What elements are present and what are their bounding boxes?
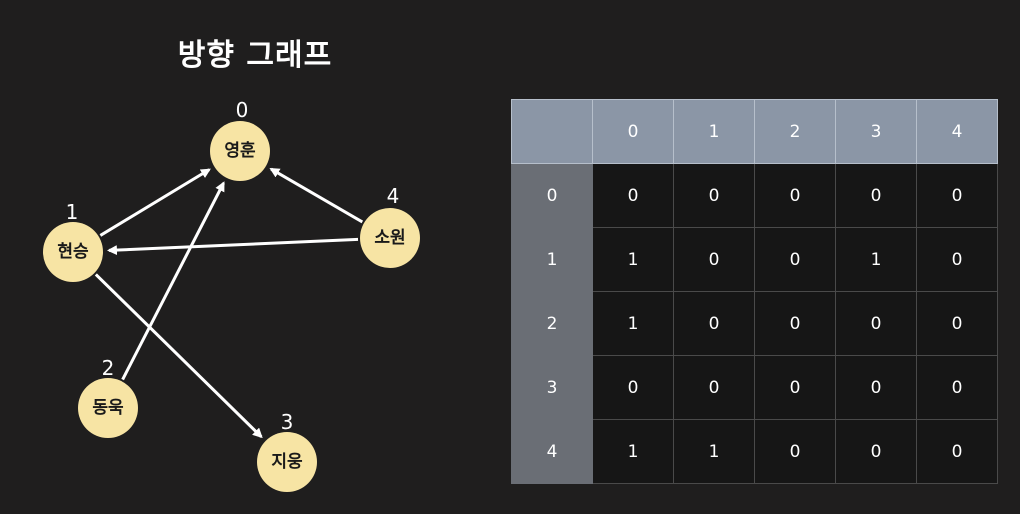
node-name: 영훈 [224,140,256,161]
graph-node: 영훈 0 [210,98,270,181]
nodes-layer: 영훈 0 현승 1 동욱 2 지웅 3 소원 4 [43,98,420,492]
node-circle [257,432,317,492]
node-circle [360,208,420,268]
matrix-cell: 1 [673,419,755,484]
graph-node: 동욱 2 [78,356,138,438]
matrix-cell: 0 [592,355,674,420]
matrix-cell: 0 [673,291,755,356]
matrix-cell: 0 [916,419,998,484]
matrix-column-header: 3 [835,99,917,164]
node-name: 현승 [57,242,89,262]
node-index-label: 4 [387,184,400,208]
matrix-cell: 0 [835,355,917,420]
matrix-cell: 0 [835,163,917,228]
node-circle [43,222,103,282]
matrix-cell: 1 [592,419,674,484]
matrix-cell: 0 [673,355,755,420]
node-name: 동욱 [92,398,124,418]
node-index-label: 3 [281,410,294,434]
node-circle [210,121,270,181]
edge-1-to-3 [94,273,263,439]
matrix-cell: 0 [754,227,836,292]
graph-node: 현승 1 [43,200,103,282]
edge-2-to-0 [121,181,225,381]
matrix-header-row: 0 1 2 3 4 [511,99,998,164]
matrix-column-header: 2 [754,99,836,164]
matrix-cell: 0 [835,291,917,356]
matrix-cell: 0 [592,163,674,228]
node-name: 소원 [374,228,405,248]
matrix-column-header: 1 [673,99,755,164]
matrix-column-header: 0 [592,99,674,164]
matrix-cell: 0 [916,227,998,292]
node-index-label: 1 [66,200,79,224]
matrix-cell: 0 [754,291,836,356]
matrix-cell: 0 [916,291,998,356]
matrix-cell: 1 [835,227,917,292]
matrix-row: 4 1 1 0 0 0 [511,419,998,484]
node-circle [78,378,138,438]
matrix-cell: 0 [754,355,836,420]
edges-layer [94,167,364,439]
node-index-label: 0 [236,98,249,122]
matrix-cell: 1 [592,291,674,356]
matrix-cell: 0 [754,419,836,484]
matrix-row-header: 2 [511,291,593,356]
graph-node: 지웅 3 [257,410,317,492]
matrix-cell: 0 [673,227,755,292]
directed-graph: 영훈 0 현승 1 동욱 2 지웅 3 소원 4 [43,98,420,492]
matrix-cell: 1 [592,227,674,292]
edge-4-to-1 [106,237,359,256]
edge-4-to-0 [269,167,364,224]
matrix-row-header: 3 [511,355,593,420]
matrix-cell: 0 [673,163,755,228]
matrix-row-header: 1 [511,227,593,292]
matrix-corner-cell [511,99,593,164]
matrix-row: 2 1 0 0 0 0 [511,291,998,356]
node-index-label: 2 [102,356,115,380]
matrix-cell: 0 [916,163,998,228]
matrix-row: 0 0 0 0 0 0 [511,163,998,228]
matrix-row-header: 4 [511,419,593,484]
matrix-row: 3 0 0 0 0 0 [511,355,998,420]
diagram-title: 방향 그래프 [177,38,333,73]
matrix-row: 1 1 0 0 1 0 [511,227,998,292]
matrix-cell: 0 [835,419,917,484]
matrix-column-header: 4 [916,99,998,164]
adjacency-matrix: 0 1 2 3 4 0 0 0 0 0 0 1 1 0 0 1 0 2 1 0 … [511,99,998,484]
matrix-cell: 0 [916,355,998,420]
matrix-cell: 0 [754,163,836,228]
graph-node: 소원 4 [360,184,420,268]
edge-1-to-0 [99,168,211,237]
matrix-row-header: 0 [511,163,593,228]
node-name: 지웅 [271,452,303,472]
